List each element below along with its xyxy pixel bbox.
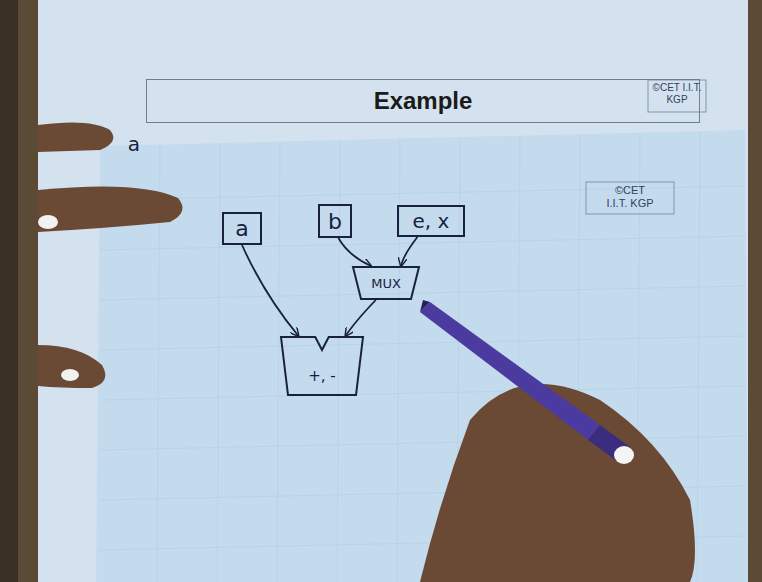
wire-arrow	[401, 237, 417, 266]
top-sheet	[96, 130, 748, 582]
node-label: e, x	[413, 209, 450, 233]
copyright-mark: ©CET I.I.T. KGP	[604, 184, 656, 210]
node-label: MUX	[371, 276, 401, 291]
node-label: b	[328, 209, 342, 234]
wire-arrow	[242, 245, 298, 336]
wire-arrow	[346, 300, 376, 336]
title-banner: Example	[146, 79, 700, 123]
node-label: a	[235, 216, 248, 241]
node-label: +, -	[308, 367, 336, 385]
copyright-mark: ©CET I.I.T. KGP	[649, 82, 705, 106]
input-box: e, x	[397, 205, 465, 237]
pen	[420, 300, 634, 464]
alu-outline	[280, 336, 364, 396]
wire-arrow	[338, 238, 371, 266]
input-box: b	[318, 204, 352, 238]
adder-subtractor: +, -	[280, 336, 364, 396]
title: Example	[374, 87, 473, 115]
input-box: a	[222, 212, 262, 245]
handwritten-label: a	[124, 132, 144, 156]
hand	[38, 122, 695, 582]
mux-symbol: MUX	[352, 266, 420, 300]
